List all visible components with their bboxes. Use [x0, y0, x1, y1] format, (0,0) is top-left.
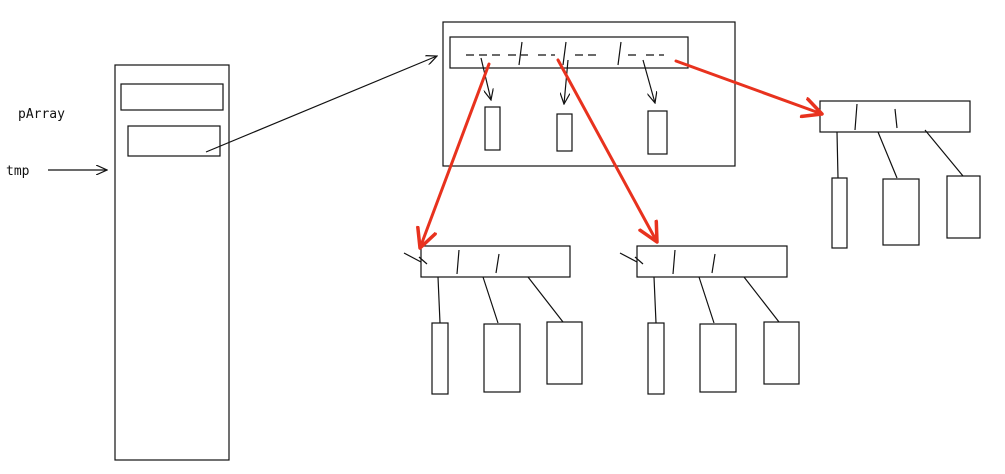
parray-label: pArray — [18, 107, 65, 122]
sub-right-cell-2 — [882, 178, 920, 246]
top-cell-1 — [484, 106, 501, 151]
top-cell-3 — [647, 110, 668, 155]
tmp-cell — [127, 125, 221, 157]
sub-mid-cell-3 — [763, 321, 800, 385]
red-arrow-to-left — [420, 62, 491, 248]
sub-right-cell-3 — [946, 175, 981, 239]
sub-array-right — [819, 100, 971, 133]
sub-left-cell-1 — [431, 322, 449, 395]
top-ptr-2 — [564, 59, 568, 104]
sub-array-right-links — [836, 129, 964, 179]
pointer-array-dividers — [518, 41, 622, 66]
sub-array-left-dividers — [403, 249, 500, 275]
heap-container — [442, 21, 736, 167]
sub-array-middle-dividers — [619, 249, 716, 275]
top-ptr-3 — [642, 59, 655, 103]
sub-right-cell-1 — [831, 177, 848, 249]
sub-mid-cell-1 — [647, 322, 665, 395]
heap-pointer-arrow — [205, 56, 437, 153]
top-cell-2 — [556, 113, 573, 152]
sub-array-right-dividers — [854, 103, 898, 131]
pointer-array — [449, 36, 689, 69]
red-arrow-to-right — [674, 59, 822, 114]
sub-left-cell-3 — [546, 321, 583, 385]
red-arrow-to-middle — [556, 58, 657, 242]
top-ptr-1 — [480, 57, 491, 100]
tmp-label: tmp — [6, 164, 30, 179]
sub-mid-cell-2 — [699, 323, 737, 393]
stack-frame — [114, 64, 230, 461]
sub-array-middle-links — [653, 276, 780, 324]
parray-cell — [120, 83, 224, 111]
sub-left-cell-2 — [483, 323, 521, 393]
sub-array-left-links — [437, 276, 564, 324]
